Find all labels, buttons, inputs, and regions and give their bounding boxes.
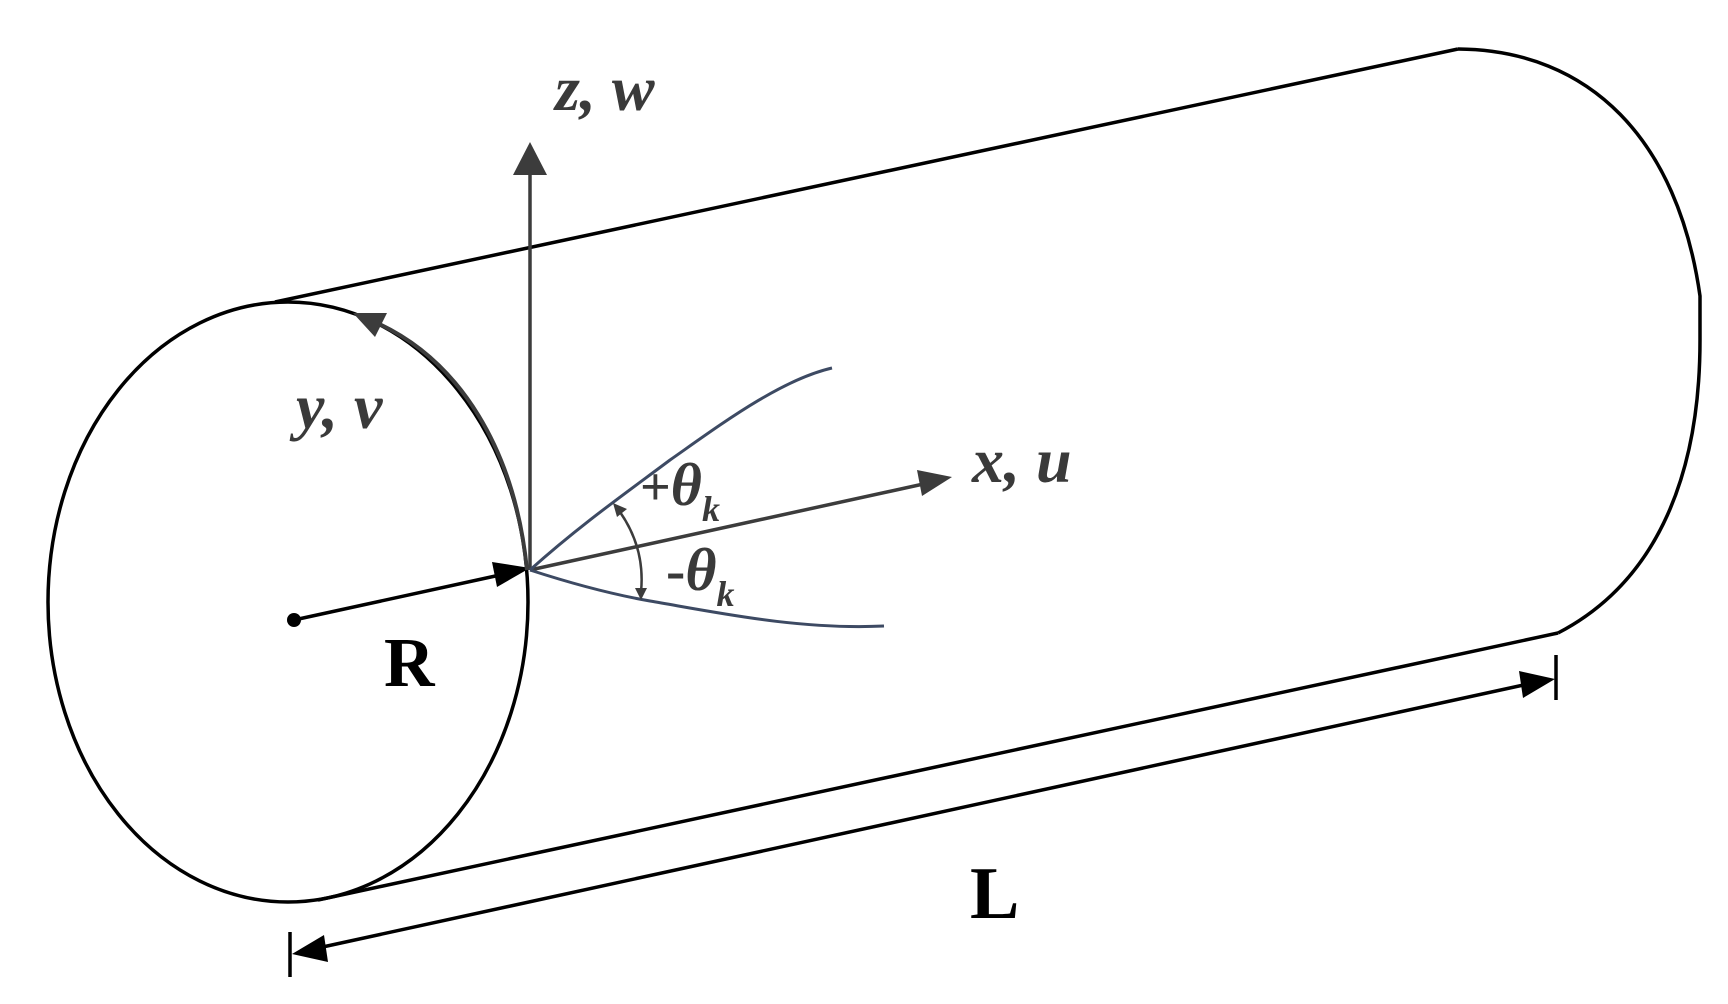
radius-indicator <box>287 562 530 627</box>
minus-theta-symbol: θ <box>685 537 716 603</box>
z-axis-label: z, w <box>553 53 655 124</box>
cylinder-outline <box>46 47 1702 904</box>
length-label: L <box>970 853 1019 935</box>
length-line <box>317 682 1529 950</box>
y-axis-arrow <box>353 313 529 571</box>
y-axis-arrowhead <box>353 313 387 337</box>
y-axis-label: y, v <box>289 371 383 442</box>
minus-theta-label: -θk <box>666 537 734 614</box>
radius-line <box>293 573 501 622</box>
top-generator-line <box>274 47 1459 304</box>
minus-sign: - <box>666 538 685 603</box>
minus-theta-subscript: k <box>716 574 734 614</box>
x-axis-arrowhead <box>917 470 952 496</box>
radius-label: R <box>384 625 436 702</box>
z-axis-arrowhead <box>513 142 547 175</box>
radius-arrowhead <box>492 562 530 587</box>
length-dimension <box>288 655 1558 977</box>
x-axis-line <box>529 481 929 572</box>
theta-angle-arrowhead-top <box>613 503 627 517</box>
theta-angle-indicator <box>613 503 647 600</box>
fiber-curves <box>528 366 885 629</box>
plus-theta-fiber <box>528 366 833 572</box>
left-end-ellipse <box>46 300 530 904</box>
plus-sign: + <box>640 457 671 517</box>
right-end-arc <box>1457 47 1702 635</box>
minus-theta-fiber <box>529 568 885 629</box>
length-arrowhead-right <box>1519 671 1555 698</box>
y-axis-arc <box>374 320 529 571</box>
plus-theta-subscript: k <box>702 489 720 529</box>
theta-angle-arc <box>618 511 643 593</box>
x-axis-arrow <box>529 470 952 572</box>
z-axis-arrow <box>513 142 547 570</box>
x-axis-label: x, u <box>971 425 1072 496</box>
plus-theta-label: +θk <box>640 452 720 529</box>
length-arrowhead-left <box>292 935 328 962</box>
theta-angle-arrowhead-bottom <box>635 588 647 600</box>
bottom-generator-line <box>317 631 1559 902</box>
plus-theta-symbol: θ <box>671 452 702 518</box>
